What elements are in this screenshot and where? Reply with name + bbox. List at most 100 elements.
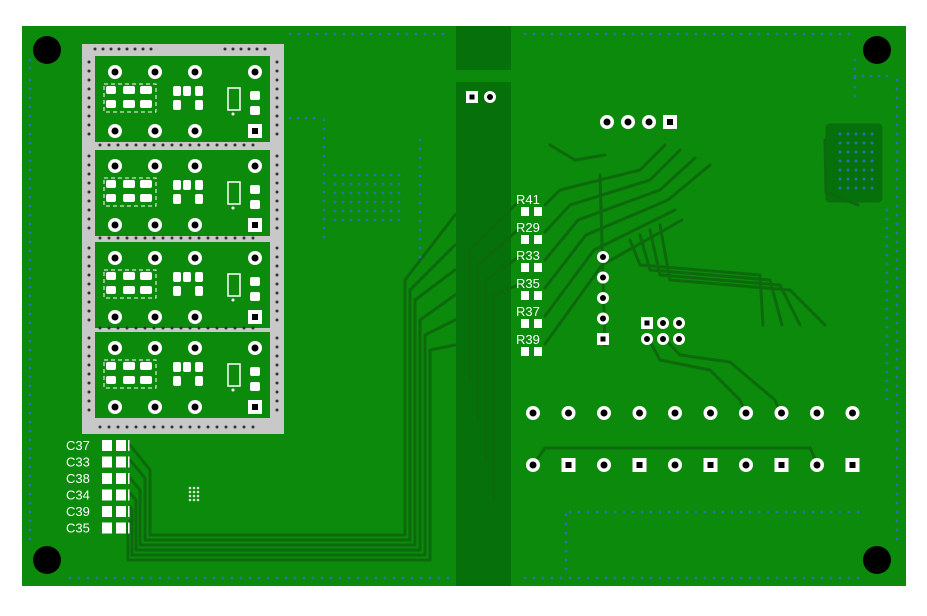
edge-via (28, 66, 32, 70)
trace (476, 226, 522, 422)
frame-via (275, 399, 279, 403)
frame-via (87, 291, 91, 295)
frame-via (161, 326, 165, 330)
drill-hole (849, 409, 856, 417)
drill-hole (636, 409, 643, 417)
frame-via (197, 326, 201, 330)
drill-hole (191, 162, 199, 170)
edge-via (68, 576, 72, 580)
frame-via (87, 123, 91, 127)
silk-line (128, 473, 130, 484)
edge-via (820, 510, 824, 514)
frame-via (87, 114, 91, 118)
edge-via (95, 576, 99, 580)
edge-via (104, 576, 108, 580)
edge-via (885, 262, 889, 266)
silk-dot (231, 298, 235, 302)
frame-via (275, 390, 279, 394)
frame-via (197, 425, 201, 429)
edge-via (895, 420, 899, 424)
edge-via (341, 200, 345, 204)
cluster-via (192, 494, 196, 498)
block-via (854, 168, 858, 172)
silk-line (128, 489, 130, 501)
edge-via (381, 209, 385, 213)
edge-via (28, 276, 32, 280)
edge-via (329, 576, 333, 580)
frame-via (224, 326, 228, 330)
block-via (846, 186, 850, 190)
edge-via (446, 576, 450, 580)
edge-via (550, 576, 554, 580)
edge-via (895, 375, 899, 379)
edge-via (239, 576, 243, 580)
edge-via (418, 237, 422, 241)
edge-via (895, 96, 899, 100)
edge-via (895, 447, 899, 451)
frame-via (255, 47, 259, 51)
frame-via (188, 326, 192, 330)
shield-module-3 (87, 242, 279, 328)
edge-via (895, 429, 899, 433)
edge-via (895, 276, 899, 280)
edge-via (694, 32, 698, 36)
edge-via (369, 32, 373, 36)
smd-pad (102, 456, 112, 468)
frame-via (143, 425, 147, 429)
edge-via (28, 285, 32, 289)
frame-via (87, 172, 91, 176)
smd-pad (140, 286, 152, 294)
smd-pad (534, 263, 542, 272)
top-connector (600, 115, 677, 129)
edge-via (419, 576, 423, 580)
drill-hole (671, 461, 679, 469)
edge-via (28, 195, 32, 199)
edge-via (418, 255, 422, 259)
edge-via (212, 576, 216, 580)
frame-via (263, 47, 267, 51)
edge-via (568, 510, 572, 514)
edge-via (28, 366, 32, 370)
frame-via (224, 236, 228, 240)
drill-hole (151, 127, 159, 135)
silk-outline (103, 83, 157, 113)
edge-via (373, 218, 377, 222)
edge-via (885, 397, 889, 401)
edge-via (266, 576, 270, 580)
frame-via (87, 154, 91, 158)
smd-pad (123, 376, 135, 384)
edge-via (357, 191, 361, 195)
edge-via (895, 114, 899, 118)
frame-via (275, 372, 279, 376)
edge-via (302, 576, 306, 580)
drill-hole (707, 409, 714, 417)
drill-hole (111, 313, 119, 321)
edge-via (676, 32, 680, 36)
block-via (838, 186, 842, 190)
edge-via (541, 32, 545, 36)
frame-via (275, 217, 279, 221)
edge-via (895, 168, 899, 172)
edge-via (365, 191, 369, 195)
edge-via (389, 209, 393, 213)
edge-via (322, 145, 326, 149)
edge-via (775, 576, 779, 580)
edge-via (885, 217, 889, 221)
frame-via (206, 425, 210, 429)
drill-hole (111, 403, 119, 411)
drill-hole (778, 462, 785, 468)
frame-via (101, 47, 105, 51)
block-via (846, 159, 850, 163)
smd-pad (140, 362, 152, 370)
drill-hole (111, 221, 119, 229)
drill-hole (565, 409, 572, 417)
frame-via (233, 236, 237, 240)
smd-pad (123, 180, 135, 188)
edge-via (895, 384, 899, 388)
edge-via (757, 576, 761, 580)
block-via (870, 186, 874, 190)
trace (128, 293, 457, 552)
block-via (862, 177, 866, 181)
edge-via (333, 173, 337, 177)
